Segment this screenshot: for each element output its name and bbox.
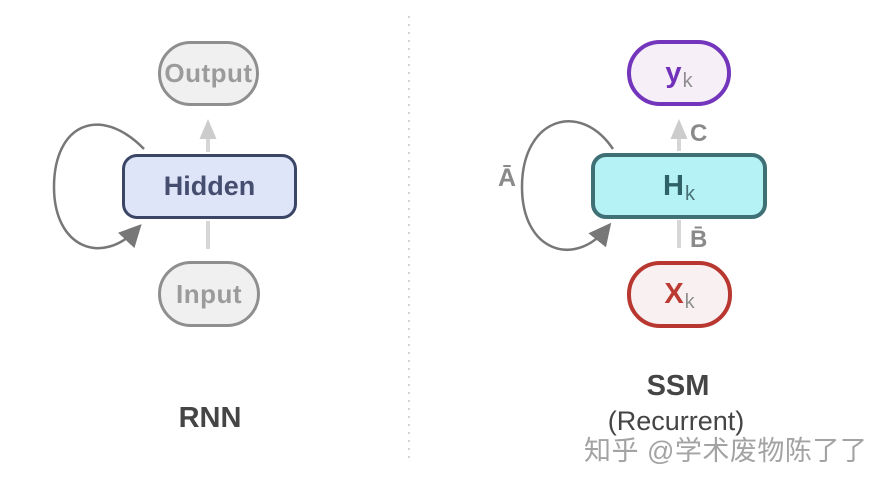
ssm-panel-subtitle: (Recurrent) xyxy=(607,406,745,436)
node-input-label: Input xyxy=(175,278,243,309)
edge-label-a-bar: Ā xyxy=(498,164,517,192)
node-hidden-label: Hidden xyxy=(163,171,256,201)
edge-label-b-bar: B̄ xyxy=(690,226,708,253)
node-output: Output xyxy=(158,41,259,106)
node-x-k-letter: X xyxy=(664,278,684,310)
node-output-label: Output xyxy=(164,58,253,88)
rnn-recurrence-loop-arrow xyxy=(52,123,145,250)
node-y-k-subscript: k xyxy=(682,69,693,92)
node-h-k-letter: H xyxy=(663,169,684,202)
node-input: Input xyxy=(158,261,260,327)
ssm-recurrence-loop-arrow xyxy=(520,120,615,251)
node-y-k-letter: y xyxy=(665,56,682,89)
node-h-k-subscript: k xyxy=(684,182,695,205)
edge-label-c: C xyxy=(690,120,708,147)
ssm-panel-title: SSM xyxy=(646,370,710,402)
rnn-panel-title: RNN xyxy=(178,402,242,434)
zhihu-watermark: 知乎 @学术废物陈了了 xyxy=(584,436,868,466)
rnn-hidden-to-output-arrowhead xyxy=(199,119,217,139)
node-hidden: Hidden xyxy=(122,154,297,219)
ssm-h-to-y-arrowhead xyxy=(670,119,688,139)
node-x-k-subscript: k xyxy=(684,291,695,313)
